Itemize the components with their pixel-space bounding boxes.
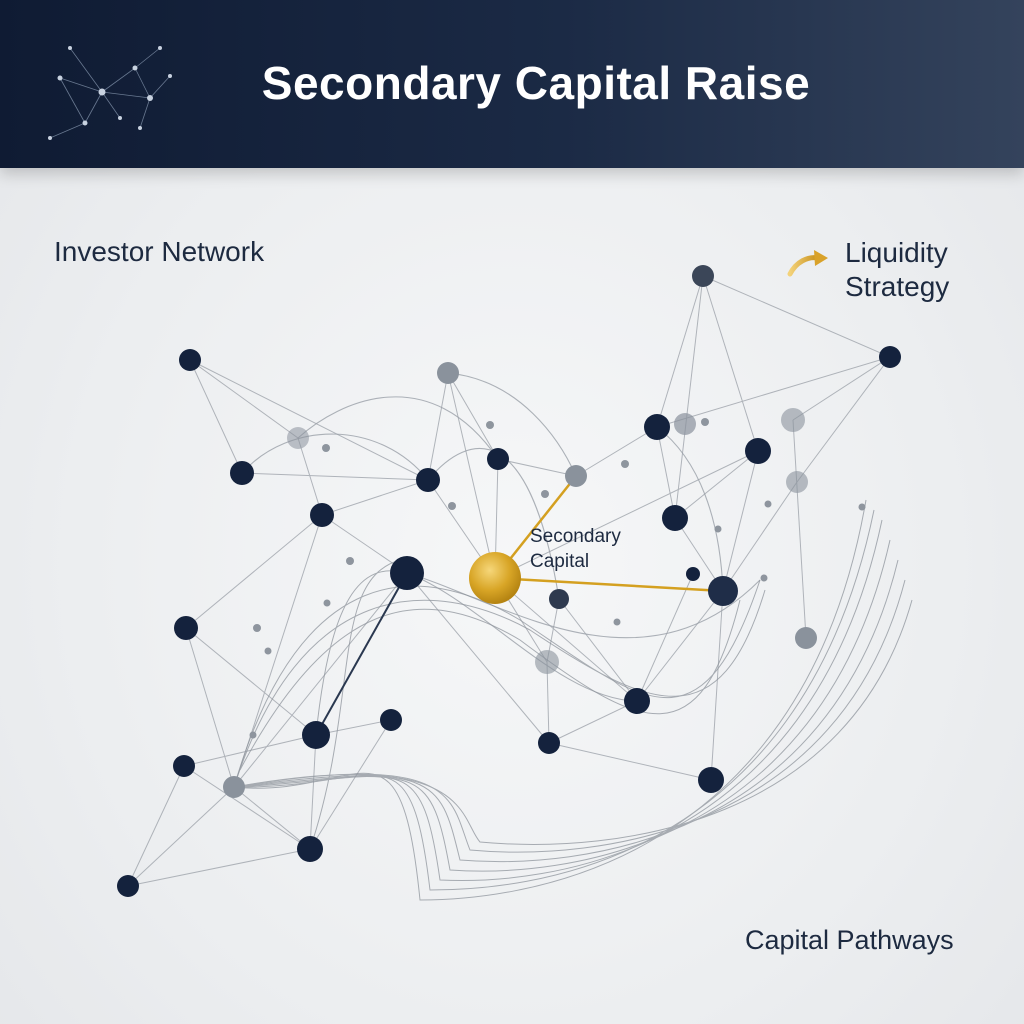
investor-nodes — [117, 265, 901, 897]
liquidity-strategy-label: Liquidity Strategy — [845, 236, 949, 304]
liquidity-strategy-line2: Strategy — [845, 271, 950, 302]
center-label-line2: Capital — [530, 551, 590, 572]
capital-pathways-label: Capital Pathways — [745, 925, 954, 955]
liquidity-strategy-line1: Liquidity — [845, 237, 948, 268]
header-banner: Secondary Capital Raise — [0, 0, 1024, 168]
page-title: Secondary Capital Raise — [261, 57, 811, 109]
investor-network-label: Investor Network — [54, 236, 265, 267]
small-nodes — [249, 418, 866, 739]
dark-connector — [315, 572, 408, 736]
curved-arrow-icon — [787, 250, 828, 277]
grey-nodes — [223, 362, 817, 798]
network-curves — [241, 372, 761, 702]
center-label-line1: Secondary — [530, 526, 621, 547]
capital-pathways-curves — [233, 499, 913, 901]
network-icon — [48, 46, 172, 140]
secondary-capital-label: Secondary Capital — [530, 524, 621, 574]
secondary-capital-hub — [469, 552, 521, 604]
